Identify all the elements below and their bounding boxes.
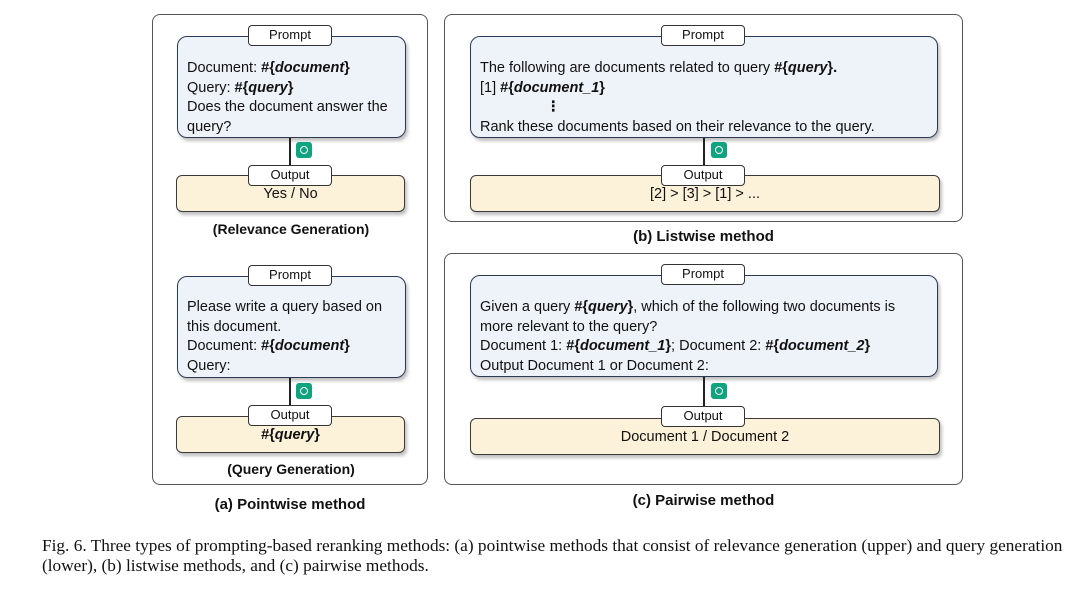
- query-prompt-text: Please write a query based on this docume…: [187, 298, 405, 376]
- text-run: Given a query: [480, 299, 575, 315]
- prompt-line: Document: #{document}: [187, 337, 405, 357]
- text-run: }: [665, 338, 672, 354]
- text-run: document_1: [513, 79, 600, 96]
- prompt-line: Document 1: #{document_1}; Document 2: #…: [480, 337, 937, 357]
- text-run: #{: [566, 338, 580, 354]
- prompt-line: Query: #{query}: [187, 79, 405, 99]
- text-run: query?: [187, 118, 232, 135]
- text-run: document: [274, 338, 345, 354]
- listwise-prompt-tag: Prompt: [661, 25, 745, 46]
- prompt-line: Output Document 1 or Document 2:: [480, 357, 937, 377]
- prompt-line: ⋮: [480, 98, 937, 118]
- text-run: document_1: [579, 338, 666, 354]
- relevance-prompt-box: Document: #{document}Query: #{query}Does…: [177, 36, 406, 138]
- prompt-line: this document.: [187, 318, 405, 338]
- text-run: }.: [827, 60, 838, 76]
- text-run: Rank these documents based on their rele…: [480, 118, 875, 135]
- text-run: }: [287, 79, 294, 96]
- listwise-prompt-box: The following are documents related to q…: [470, 36, 938, 138]
- text-run: }: [599, 79, 605, 96]
- text-run: Please write a query based on: [187, 299, 383, 315]
- text-run: , which of the following two documents i…: [633, 299, 896, 315]
- query-output-tag: Output: [248, 405, 332, 426]
- text-run: Output Document 1 or Document 2:: [480, 357, 709, 374]
- pairwise-prompt-box: Given a query #{query}, which of the fol…: [470, 275, 938, 377]
- text-run: }: [627, 299, 634, 315]
- text-run: ⋮: [546, 99, 561, 115]
- text-run: The following are documents related to q…: [480, 60, 775, 76]
- pairwise-panel: Given a query #{query}, which of the fol…: [444, 253, 963, 485]
- query-prompt-tag: Prompt: [248, 265, 332, 286]
- text-run: #{: [261, 427, 275, 443]
- prompt-line: Document: #{document}: [187, 59, 405, 79]
- listwise-panel: The following are documents related to q…: [444, 14, 963, 222]
- text-run: #{: [774, 60, 788, 76]
- pairwise-output-text: Document 1 / Document 2: [620, 429, 790, 445]
- text-run: document_2: [779, 338, 865, 354]
- text-run: document: [274, 60, 345, 76]
- pairwise-caption: (c) Pairwise method: [632, 492, 775, 509]
- relevance-output-tag: Output: [248, 165, 332, 186]
- prompt-line: Rank these documents based on their rele…: [480, 118, 937, 138]
- text-run: Query:: [187, 79, 235, 96]
- relevance-output-text: Yes / No: [263, 186, 318, 202]
- prompt-line: more relevant to the query?: [480, 318, 937, 338]
- prompt-line: query?: [187, 118, 405, 138]
- listwise-caption: (b) Listwise method: [633, 228, 774, 245]
- text-run: #{: [765, 338, 780, 354]
- figure-caption: Fig. 6. Three types of prompting-based r…: [42, 536, 1063, 575]
- text-run: more relevant to the query?: [480, 318, 658, 335]
- text-run: #{: [261, 60, 275, 76]
- text-run: #{: [261, 338, 275, 354]
- query-output-text: #{query}: [261, 427, 320, 443]
- listwise-output-text: [2] > [3] > [1] > ...: [649, 186, 761, 202]
- text-run: query: [588, 299, 628, 315]
- prompt-line: Given a query #{query}, which of the fol…: [480, 298, 937, 318]
- prompt-line: The following are documents related to q…: [480, 59, 937, 79]
- chatgpt-logo-icon: [711, 142, 727, 158]
- text-run: }: [344, 338, 350, 354]
- chatgpt-logo-icon: [711, 383, 727, 399]
- text-run: #{: [234, 79, 249, 96]
- listwise-output-box: [2] > [3] > [1] > ...: [470, 175, 940, 212]
- text-run: }: [314, 427, 320, 443]
- text-run: Does the document answer the: [187, 99, 388, 115]
- relevance-generation-caption: (Relevance Generation): [212, 221, 370, 237]
- listwise-prompt-text: The following are documents related to q…: [480, 59, 937, 137]
- query-prompt-box: Please write a query based on this docume…: [177, 276, 406, 378]
- prompt-line: [1] #{document_1}: [480, 79, 937, 99]
- text-run: }: [864, 338, 871, 354]
- prompt-line: Query:: [187, 357, 405, 377]
- pairwise-output-tag: Output: [661, 406, 745, 427]
- prompt-line: Does the document answer the: [187, 98, 405, 118]
- listwise-output-tag: Output: [661, 165, 745, 186]
- text-run: query: [248, 79, 288, 96]
- pointwise-caption: (a) Pointwise method: [214, 496, 366, 513]
- query-generation-caption: (Query Generation): [227, 461, 355, 477]
- text-run: #{: [500, 79, 514, 96]
- pointwise-panel: Document: #{document}Query: #{query}Does…: [152, 14, 428, 485]
- chatgpt-logo-icon: [296, 142, 312, 158]
- text-run: query: [787, 60, 828, 76]
- text-run: #{: [574, 299, 589, 315]
- text-run: Document:: [187, 60, 262, 76]
- text-run: query: [274, 427, 315, 443]
- text-run: Document:: [187, 338, 262, 354]
- text-run: this document.: [187, 318, 282, 335]
- relevance-prompt-text: Document: #{document}Query: #{query}Does…: [187, 59, 405, 137]
- pairwise-prompt-tag: Prompt: [661, 264, 745, 285]
- text-run: Query:: [187, 357, 231, 374]
- pairwise-prompt-text: Given a query #{query}, which of the fol…: [480, 298, 937, 376]
- text-run: Document 1:: [480, 338, 567, 354]
- text-run: [1]: [480, 79, 501, 96]
- chatgpt-logo-icon: [296, 383, 312, 399]
- text-run: }: [344, 60, 350, 76]
- relevance-prompt-tag: Prompt: [248, 25, 332, 46]
- prompt-line: Please write a query based on: [187, 298, 405, 318]
- text-run: ; Document 2:: [671, 338, 766, 354]
